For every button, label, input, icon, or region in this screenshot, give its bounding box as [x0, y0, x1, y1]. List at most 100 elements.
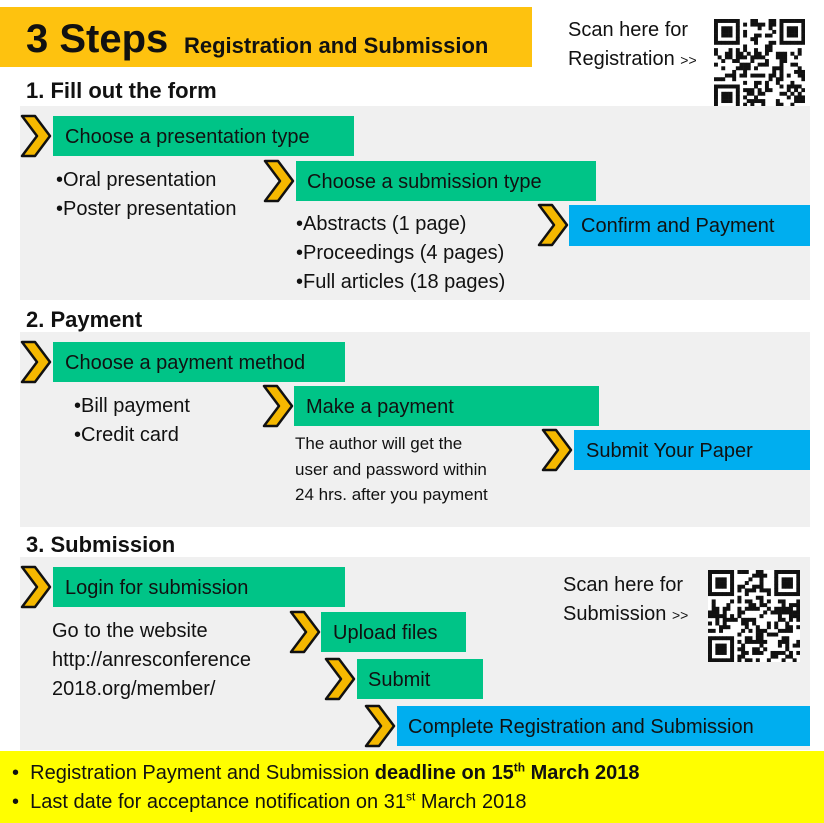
qr-code-icon[interactable] [708, 570, 800, 662]
qr-module [788, 584, 793, 589]
qr-module [743, 69, 748, 74]
qr-module [719, 643, 724, 648]
qr-module [741, 570, 746, 574]
qr-module [794, 88, 799, 93]
qr-module [719, 647, 724, 652]
qr-module [774, 610, 779, 615]
qr-module [722, 592, 727, 597]
qr-module [796, 639, 800, 644]
qr-module [788, 650, 793, 655]
qr-module [796, 573, 800, 578]
qr-module [721, 26, 726, 31]
qr-module [775, 102, 780, 107]
qr-module [711, 592, 716, 597]
qr-module [735, 19, 740, 23]
qr-module [781, 658, 786, 662]
qr-module [757, 99, 762, 104]
qr-module [766, 606, 771, 611]
qr-module [733, 617, 738, 622]
qr-module [774, 588, 779, 593]
qr-module [748, 603, 753, 608]
qr-module [711, 658, 716, 662]
qr-module [708, 654, 712, 659]
qr-module [744, 581, 749, 586]
qr-module [728, 95, 733, 100]
qr-module [772, 29, 777, 34]
qr-module [721, 40, 726, 45]
qr-module [750, 91, 755, 96]
qr-module [730, 654, 735, 659]
qr-module [739, 73, 744, 78]
qr-module [768, 26, 773, 31]
qr-module [737, 647, 742, 652]
qr-module [743, 102, 748, 107]
qr-module [708, 650, 712, 655]
qr-module [783, 91, 788, 96]
qr-module [768, 44, 773, 49]
qr-module [735, 29, 740, 34]
qr-module [735, 91, 740, 96]
qr-module [715, 643, 720, 648]
qr-module [774, 573, 779, 578]
qr-module [743, 33, 748, 38]
qr-module [786, 95, 791, 100]
website-link[interactable]: 2018.org/member/ [52, 678, 216, 700]
qr-module [796, 643, 800, 648]
qr-module [792, 592, 797, 597]
qr-module [764, 33, 769, 38]
qr-module [721, 95, 726, 100]
qr-module [724, 84, 729, 89]
qr-module [779, 69, 784, 74]
qr-module [775, 99, 780, 104]
footer-bullet: • [12, 791, 20, 813]
qr-module [790, 91, 795, 96]
qr-module [774, 650, 779, 655]
qr-module [744, 639, 749, 644]
qr-module [779, 59, 784, 63]
qr-module [708, 581, 712, 586]
qr-module [757, 80, 762, 85]
qr-module [779, 66, 784, 71]
qr-module [722, 610, 727, 615]
qr-module [728, 26, 733, 31]
qr-module [719, 614, 724, 619]
qr-module [801, 73, 805, 78]
qr-module [743, 95, 748, 100]
qr-module [721, 59, 726, 63]
qr-module [785, 570, 790, 574]
qr-module [724, 29, 729, 34]
qr-module [761, 91, 766, 96]
qr-module [750, 59, 755, 63]
qr-module [735, 40, 740, 45]
qr-module [774, 570, 779, 574]
qr-module [792, 570, 797, 574]
website-instructions: Go to the website http://anresconference… [52, 617, 251, 704]
qr-module [752, 588, 757, 593]
qr-module [741, 610, 746, 615]
qr-module [748, 606, 753, 611]
chevron-right-icon [324, 657, 356, 701]
qr-module [730, 643, 735, 648]
qr-code-icon[interactable] [714, 19, 805, 110]
scan-registration-label: Registration [568, 48, 675, 70]
qr-module [752, 603, 757, 608]
qr-module [750, 102, 755, 107]
qr-module [779, 91, 784, 96]
qr-module [715, 650, 720, 655]
qr-module [730, 570, 735, 574]
qr-module [708, 614, 712, 619]
qr-module [721, 66, 726, 71]
qr-module [728, 55, 733, 60]
qr-module [786, 19, 791, 23]
list-item: •Oral presentation [56, 169, 217, 191]
website-link[interactable]: http://anresconference [52, 649, 252, 671]
list-item: •Full articles (18 pages) [296, 271, 506, 293]
qr-module [726, 617, 731, 622]
qr-module [730, 577, 735, 582]
qr-module [754, 80, 758, 85]
qr-module [786, 33, 791, 38]
qr-module [726, 658, 731, 662]
qr-module [785, 639, 790, 644]
qr-module [794, 26, 799, 31]
qr-module [735, 59, 740, 63]
